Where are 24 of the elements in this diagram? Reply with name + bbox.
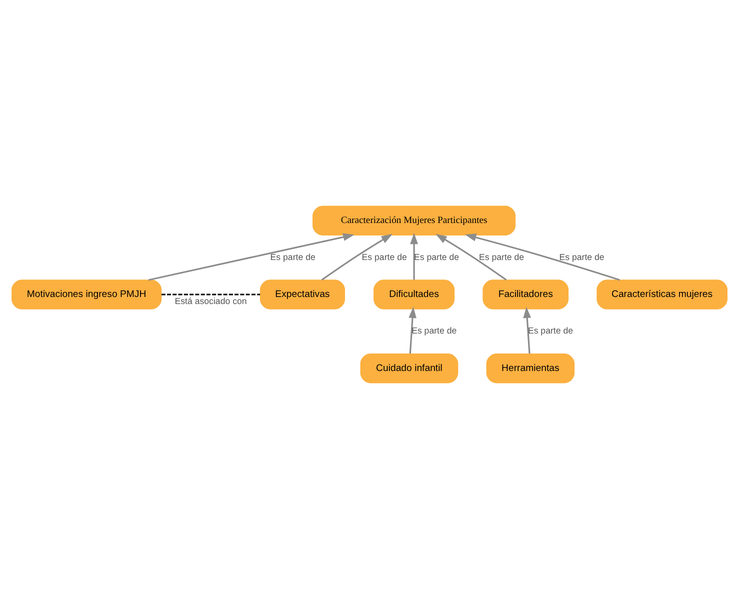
node-box: Expectativas [260, 280, 346, 310]
arrow [436, 234, 507, 281]
edge-label: Es parte de [362, 252, 407, 262]
node-box: Caracterización Mujeres Participantes [312, 206, 516, 236]
arrow [464, 234, 620, 281]
edge-label: Es parte de [412, 326, 457, 336]
arrow [321, 234, 393, 281]
node-box: Herramientas [486, 354, 575, 384]
node-box: Dificultades [374, 280, 455, 310]
edge-label: Es parte de [528, 326, 574, 336]
edge-label: Es parte de [478, 252, 524, 262]
arrow [148, 233, 354, 281]
edge-label: Está asociado con [174, 296, 247, 306]
node-box: Cuidado infantil [360, 354, 458, 384]
node-box: Motivaciones ingreso PMJH [12, 280, 162, 310]
edge-label: Es parte de [414, 252, 460, 262]
node-box: Facilitadores [482, 280, 569, 310]
edge-label: Es parte de [559, 252, 604, 262]
connector [161, 294, 260, 296]
edge-label: Es parte de [270, 252, 316, 262]
arrow [410, 232, 418, 280]
node-box: Características mujeres [596, 280, 728, 310]
arrow [523, 306, 532, 354]
arrow [408, 306, 416, 354]
